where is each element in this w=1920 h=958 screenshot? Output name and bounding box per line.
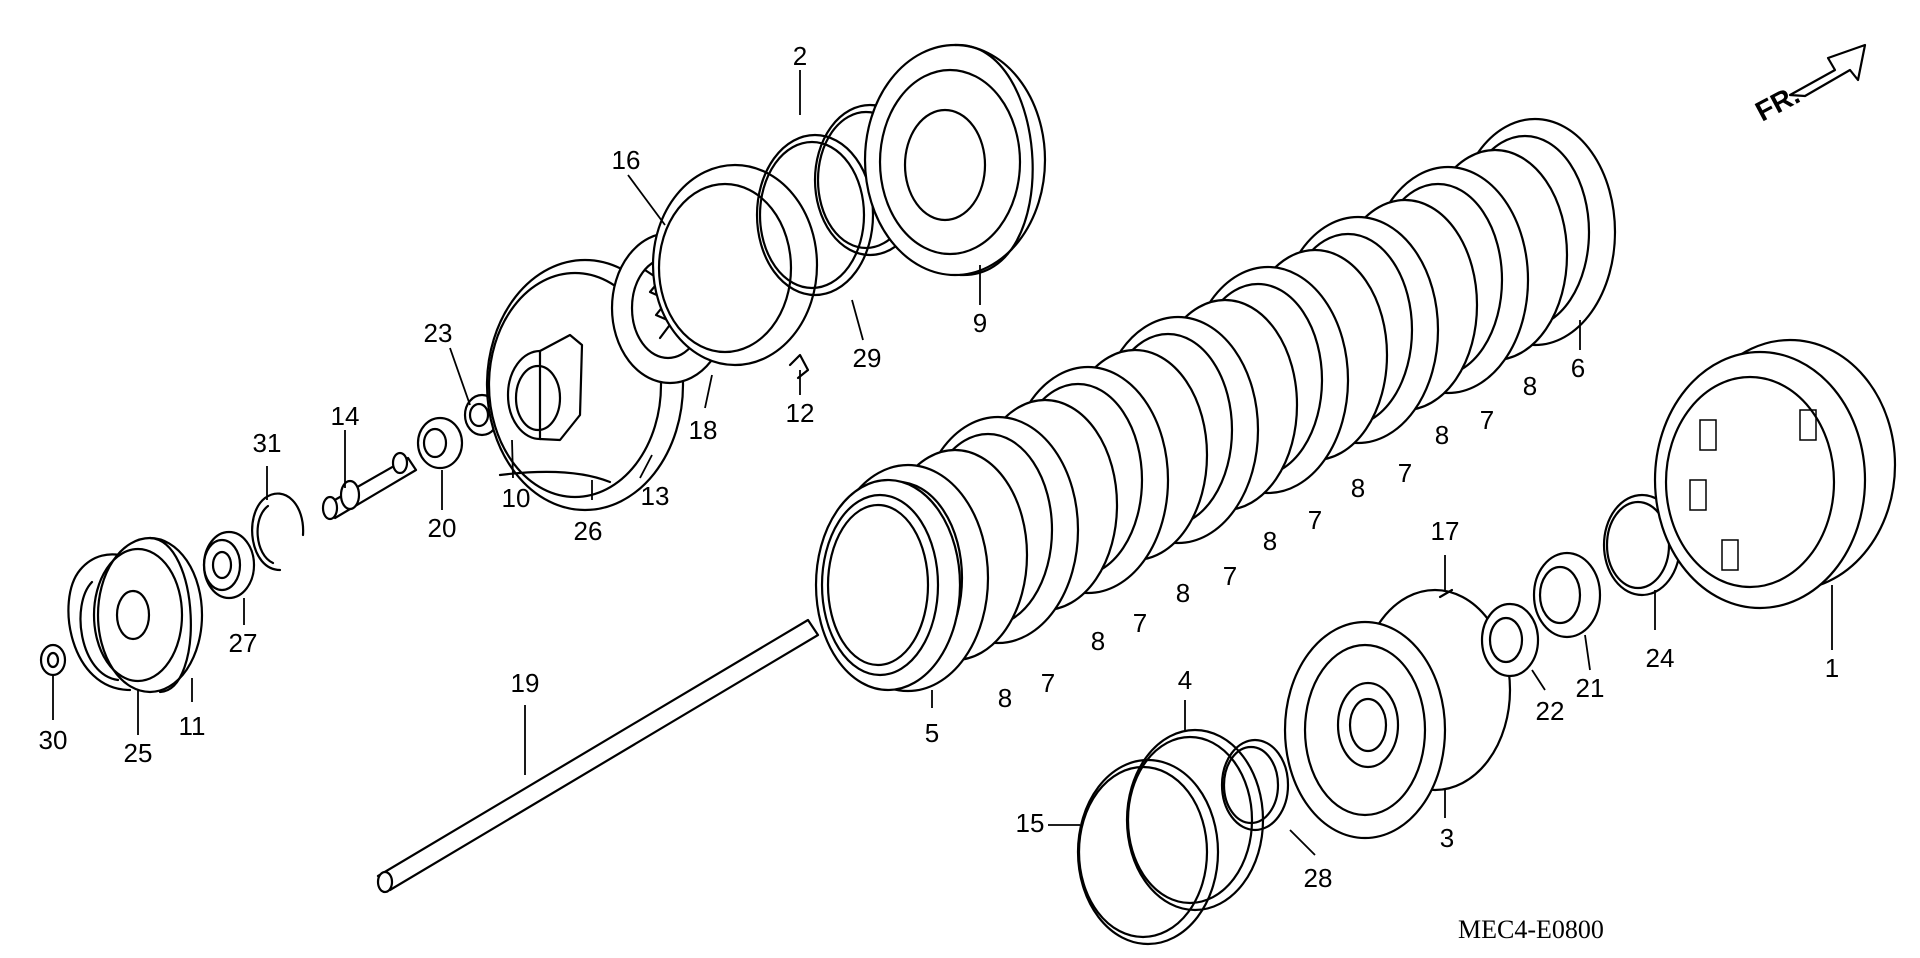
part-9-clutch-drum (863, 43, 1047, 277)
clutch-plate-stack (814, 117, 1617, 693)
callout-26: 26 (574, 516, 603, 546)
callout-30: 30 (39, 725, 68, 755)
callout-7-c: 7 (1308, 505, 1322, 535)
callout-16: 16 (612, 145, 641, 175)
callout-19: 19 (511, 668, 540, 698)
callout-25: 25 (124, 738, 153, 768)
part-4-ring (1125, 728, 1265, 912)
part-3-clutch-hub (1283, 588, 1512, 840)
part-15-ring (1076, 758, 1220, 946)
leader-lines (52, 70, 1833, 856)
callout-27: 27 (229, 628, 258, 658)
callout-20: 20 (428, 513, 457, 543)
callout-28: 28 (1304, 863, 1333, 893)
callout-13: 13 (641, 481, 670, 511)
callout-24: 24 (1646, 643, 1675, 673)
callout-8-e: 8 (1176, 578, 1190, 608)
callout-12: 12 (786, 398, 815, 428)
callout-2: 2 (793, 41, 807, 71)
callout-4: 4 (1178, 665, 1192, 695)
callout-8-f: 8 (1091, 626, 1105, 656)
callout-8-a: 8 (1523, 371, 1537, 401)
part-22-thrust-bearing (1480, 602, 1540, 678)
callout-7-f: 7 (1041, 668, 1055, 698)
part-11-cover (92, 536, 204, 694)
callout-14: 14 (331, 401, 360, 431)
callout-5: 5 (925, 718, 939, 748)
front-direction-label: FR. (1750, 79, 1804, 128)
callout-1: 1 (1825, 653, 1839, 683)
callout-8-g: 8 (998, 683, 1012, 713)
callout-17: 17 (1431, 516, 1460, 546)
callout-15: 15 (1016, 808, 1045, 838)
part-17-pin (1438, 588, 1454, 599)
callout-29: 29 (853, 343, 882, 373)
callout-7-b: 7 (1398, 458, 1412, 488)
callout-23: 23 (424, 318, 453, 348)
part-30-nut (39, 643, 67, 677)
callout-11: 11 (179, 711, 206, 741)
part-19-shaft (376, 618, 820, 894)
part-21-lock-nut (1532, 551, 1602, 639)
callout-22: 22 (1536, 696, 1565, 726)
callout-3: 3 (1440, 823, 1454, 853)
callout-8-d: 8 (1263, 526, 1277, 556)
callout-6: 6 (1571, 353, 1585, 383)
front-direction-indicator: FR. (1750, 43, 1867, 128)
callout-8-b: 8 (1435, 420, 1449, 450)
callout-21: 21 (1576, 673, 1605, 703)
callout-numbers: 2 16 9 29 12 18 23 13 26 10 14 31 20 27 … (39, 41, 1840, 893)
callout-8-c: 8 (1351, 473, 1365, 503)
part-27-bearing (202, 530, 256, 600)
part-31-circlip (251, 492, 305, 572)
part-12-retainer (651, 163, 819, 380)
part-1-clutch-guide (1653, 338, 1897, 610)
part-29-ring (755, 133, 875, 297)
callout-31: 31 (253, 428, 282, 458)
callout-9: 9 (973, 308, 987, 338)
diagram-code: MEC4-E0800 (1458, 915, 1604, 944)
callout-10: 10 (502, 483, 531, 513)
callout-7-a: 7 (1480, 405, 1494, 435)
part-14-shaft (321, 451, 418, 521)
part-20-nut (416, 416, 464, 470)
callout-7-d: 7 (1223, 561, 1237, 591)
callout-18: 18 (689, 415, 718, 445)
part-28-ring (1220, 738, 1290, 832)
callout-7-e: 7 (1133, 608, 1147, 638)
